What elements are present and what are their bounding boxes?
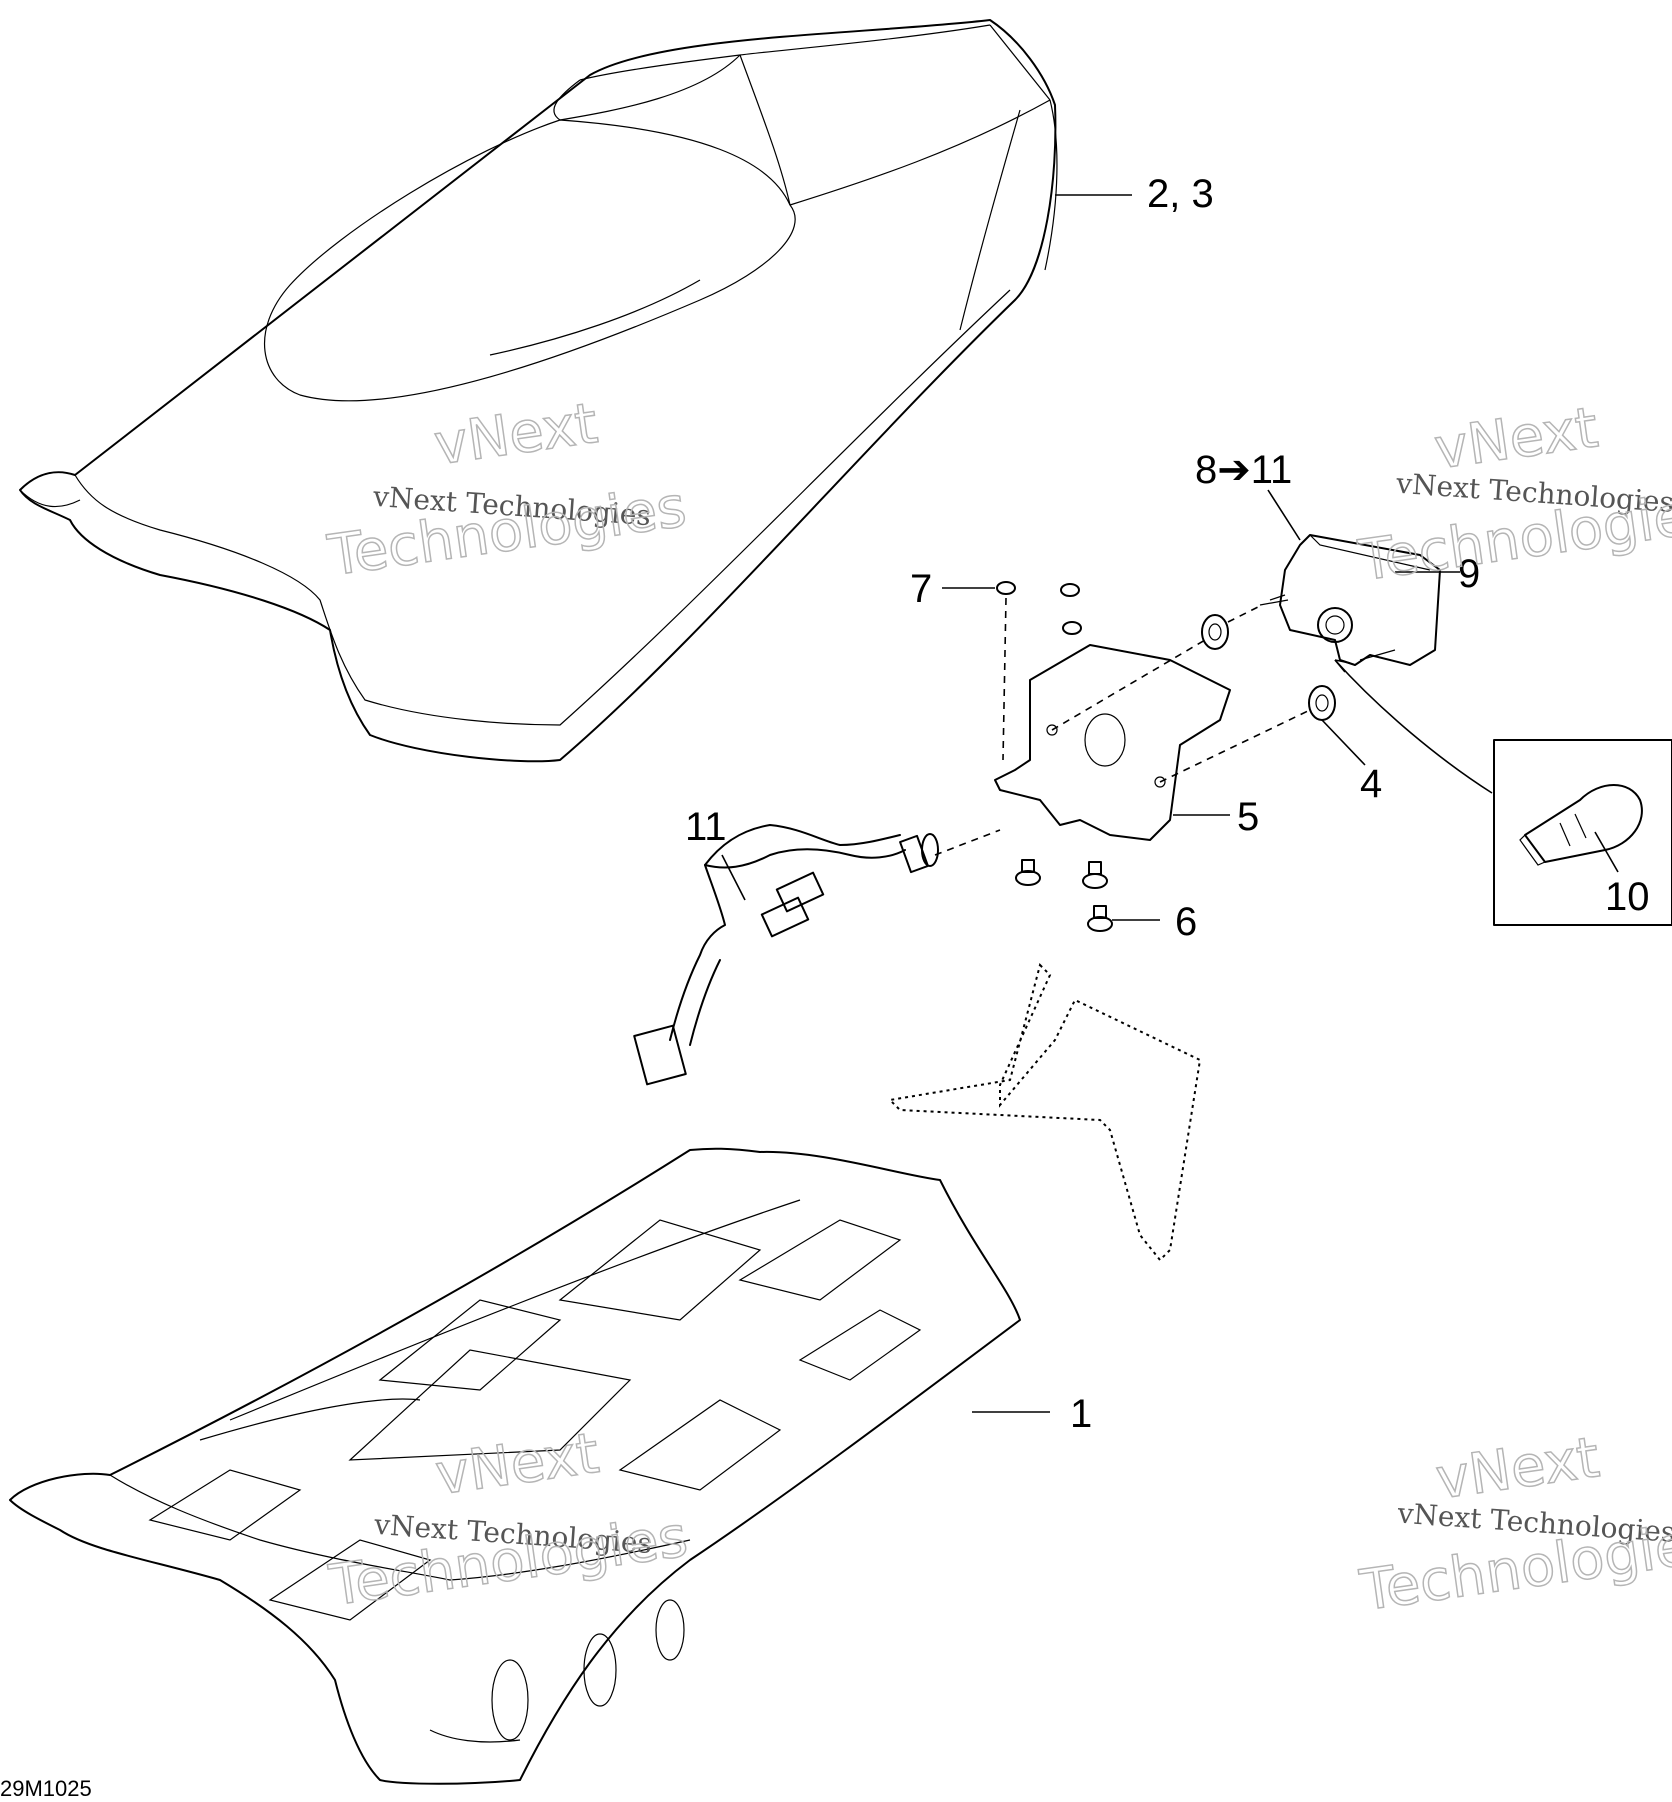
bulb-inset [1493,739,1672,926]
screw-6a [1015,859,1041,886]
tail-light-bracket [994,644,1231,841]
watermark-2: vNext vNext Technologies Technologies [1354,395,1672,595]
callout-1: 1 [1070,1392,1092,1436]
watermark-4: vNext vNext Technologies Technologies [1355,1424,1672,1624]
wiring-harness [633,824,939,1086]
drawing-number: 29M1025 [0,1776,92,1801]
tail-light-assembly [1259,534,1441,666]
callout-4: 4 [1360,762,1382,806]
callout-9: 9 [1458,552,1480,596]
grommet-upper [1201,614,1229,650]
callout-8-11: 8➔11 [1195,448,1292,492]
nut-7a [996,581,1016,595]
screw-6c [1087,905,1113,932]
nut-7c [1062,621,1082,635]
callout-5: 5 [1237,795,1259,839]
watermark-line1: vNext [432,1421,603,1508]
watermark-line1: vNext [1432,1425,1603,1512]
nut-7b [1060,583,1080,597]
grommet-lower [1308,685,1336,721]
screw-6b [1082,861,1108,889]
seat-base [9,1147,1021,1785]
watermark-1: vNext vNext Technologies Technologies [323,390,691,590]
assembly-lines [934,597,1311,856]
callout-11: 11 [685,805,727,849]
seat-assembly [19,19,1058,763]
watermark-3: vNext vNext Technologies Technologies [324,1420,692,1620]
dotted-outline [887,963,1202,1262]
callout-7: 7 [910,567,932,611]
leader-lines [721,194,1619,1413]
callout-6: 6 [1175,900,1197,944]
callout-2-3: 2, 3 [1147,172,1214,216]
callout-10: 10 [1605,875,1650,919]
watermark-line1: vNext [1431,395,1602,482]
bulb [1519,784,1643,866]
watermark-line1: vNext [430,391,601,478]
